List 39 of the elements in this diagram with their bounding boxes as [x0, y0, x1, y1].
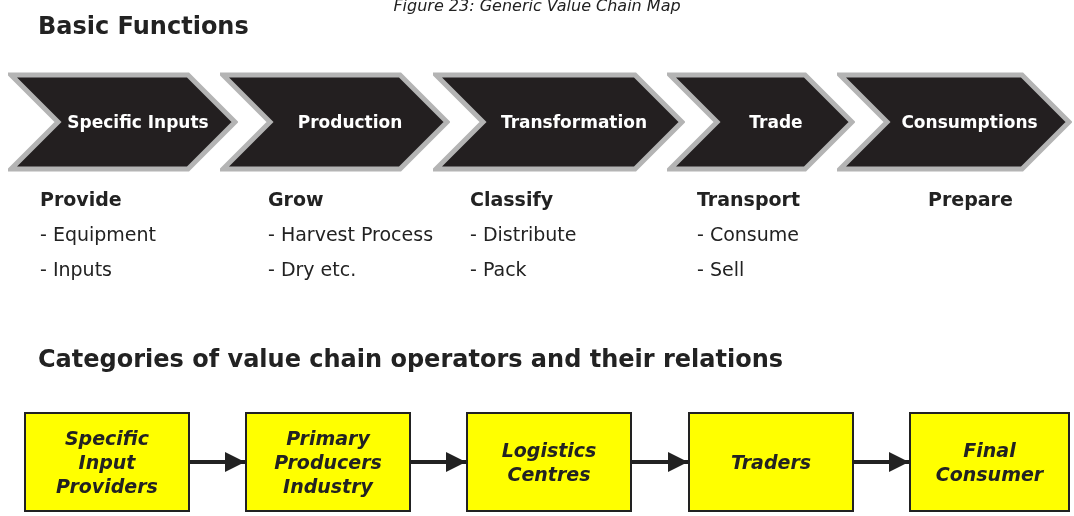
box-label: Traders	[730, 450, 812, 474]
function-item: - Harvest Process	[268, 223, 434, 245]
function-heading: Prepare	[928, 188, 1013, 210]
operator-box	[909, 412, 1070, 512]
section-heading: Basic Functions	[38, 12, 249, 40]
function-item: - Inputs	[40, 258, 112, 280]
operator-box	[688, 412, 854, 512]
function-item: - Distribute	[470, 223, 577, 245]
chevron-shape	[837, 72, 1072, 172]
chevron-label: Specific Inputs	[67, 111, 209, 133]
chevron-label: Trade	[749, 111, 803, 133]
function-item: - Dry etc.	[268, 258, 357, 280]
chevron-shape	[433, 72, 685, 172]
function-heading: Transport	[697, 188, 800, 210]
operator-box	[466, 412, 632, 512]
arrow	[411, 452, 466, 472]
arrow	[190, 452, 245, 472]
box-label: Specific Input Providers	[55, 426, 159, 498]
box-label: Final Consumer	[934, 438, 1045, 486]
arrow	[632, 452, 688, 472]
function-heading: Provide	[40, 188, 122, 210]
chevron-label: Production	[297, 111, 403, 133]
operator-box	[24, 412, 190, 512]
box-label: Primary Producers Industry	[273, 426, 383, 498]
chevron-label: Transformation	[500, 111, 648, 133]
function-item: - Consume	[697, 223, 799, 245]
operator-box	[245, 412, 411, 512]
function-item: - Equipment	[40, 223, 157, 245]
chevron-shape	[8, 72, 238, 172]
function-item: - Sell	[697, 258, 745, 280]
chevron-shape	[667, 72, 855, 172]
function-heading: Grow	[268, 188, 324, 210]
function-item: - Pack	[470, 258, 527, 280]
chevron-label: Consumptions	[901, 111, 1038, 133]
box-label: Logistics Centres	[500, 438, 598, 486]
section-heading: Categories of value chain operators and their relations	[38, 345, 784, 373]
function-heading: Classify	[470, 188, 554, 210]
chevron-shape	[220, 72, 450, 172]
arrow	[854, 452, 909, 472]
